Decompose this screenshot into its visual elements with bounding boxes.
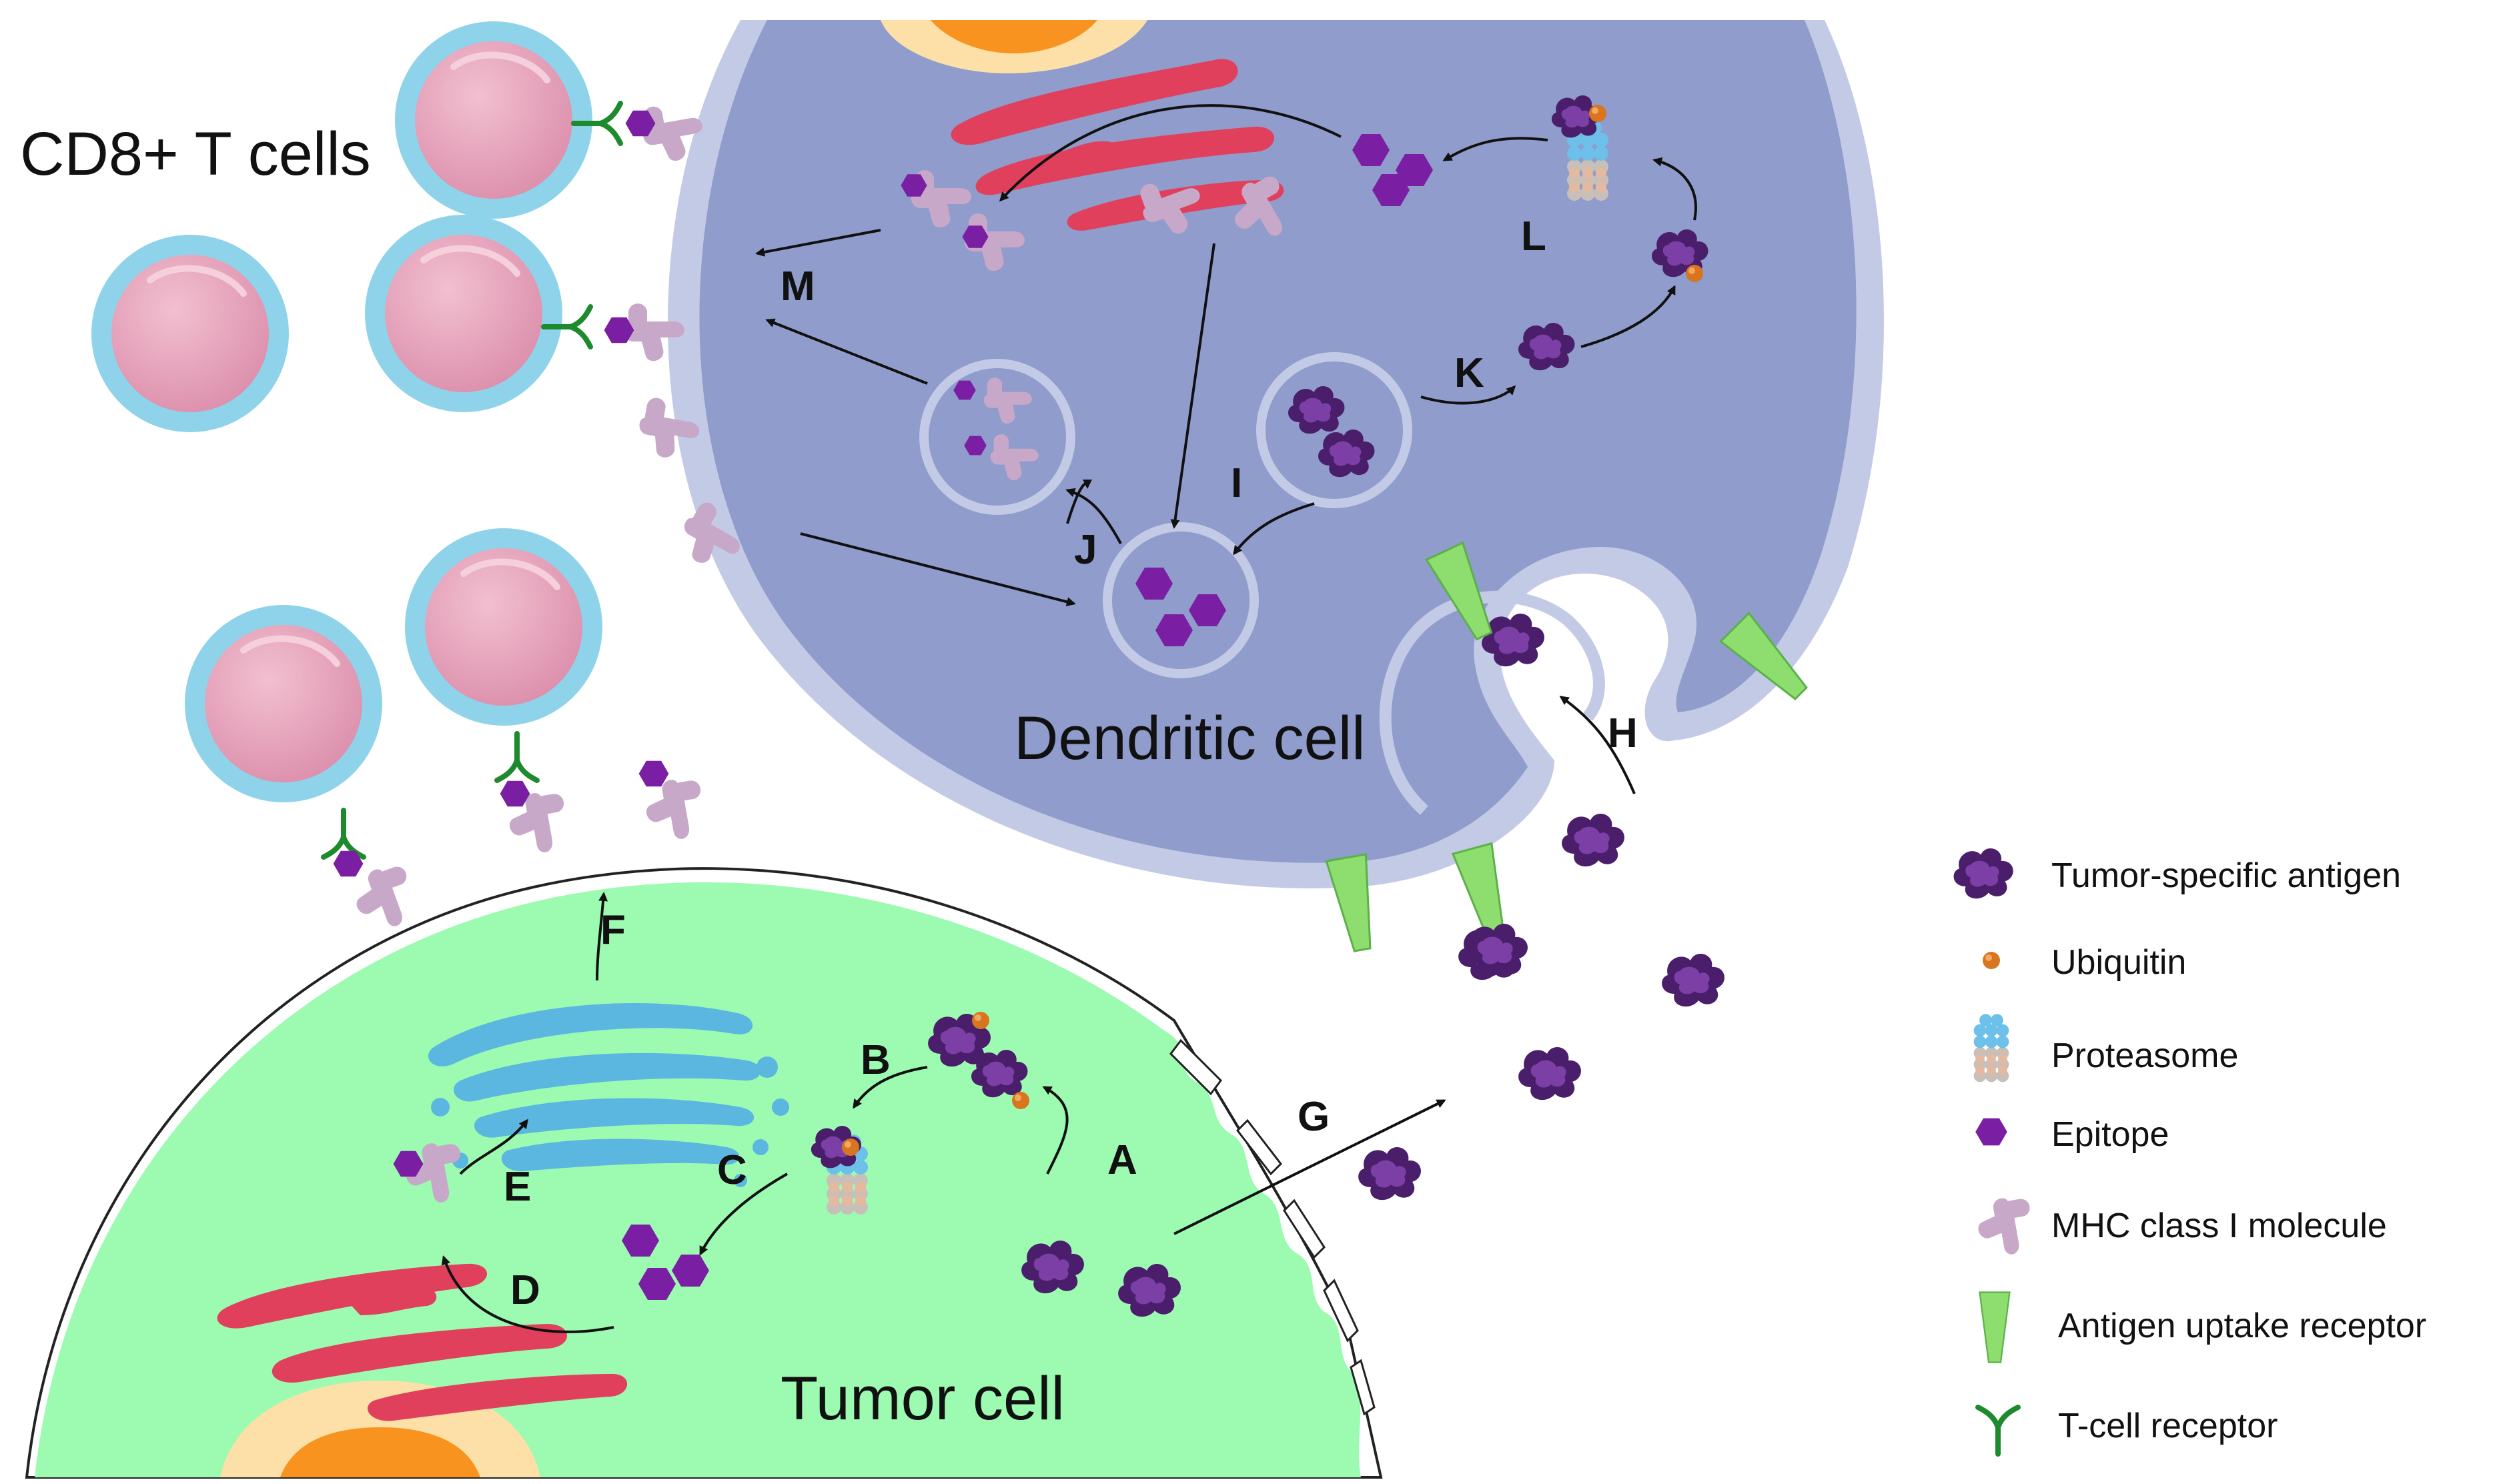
arrows [441, 104, 1697, 1333]
arrow-d [441, 1255, 614, 1333]
arrow-i [1233, 502, 1315, 556]
step-j: J [1074, 527, 1097, 573]
step-i: I [1231, 460, 1242, 506]
tumor-er [217, 1263, 628, 1421]
legend-ubiquitin-label: Ubiquitin [2051, 943, 2186, 982]
mhc-tumor-1 [333, 850, 422, 936]
mhc-tumor-3 [638, 760, 709, 844]
legend-proteasome-label: Proteasome [2051, 1036, 2238, 1075]
step-m: M [781, 263, 815, 309]
t-cell-2 [91, 235, 289, 432]
arrow-l1 [1580, 285, 1676, 348]
legend-tcr-label: T-cell receptor [2058, 1407, 2278, 1445]
tumor-membrane-fragments [1169, 1038, 1376, 1416]
t-cell-5 [405, 528, 602, 726]
legend-tcr-icon [1978, 1407, 2018, 1454]
tcr-3 [324, 810, 364, 857]
arrow-l4 [999, 104, 1342, 202]
legend-ubiquitin-icon [1983, 952, 2000, 969]
tumor-cell [25, 867, 1383, 1479]
arrow-h [1559, 696, 1636, 794]
tumor-golgi [428, 1003, 789, 1187]
label-dendritic: Dendritic cell [1014, 704, 1366, 772]
legend-antigen-icon [1953, 848, 2013, 899]
arrow-b [853, 1066, 928, 1109]
arrow-g [1173, 1099, 1446, 1235]
t-cell-1 [395, 21, 592, 219]
arrow-f [596, 892, 608, 981]
arrow-l3 [1442, 137, 1548, 161]
arrow-c [699, 1173, 788, 1256]
dendritic-er [951, 59, 1284, 231]
tcr-4 [497, 734, 537, 780]
legend-mhc-icon [1973, 1193, 2037, 1260]
step-f: F [600, 907, 626, 953]
legend-antigen-label: Tumor-specific antigen [2051, 856, 2401, 895]
label-tumor: Tumor cell [781, 1365, 1065, 1433]
t-cell-3 [365, 215, 562, 412]
arrow-j4 [1170, 243, 1215, 529]
step-d: D [510, 1267, 540, 1313]
vesicle-epitope [1107, 527, 1254, 674]
legend: Tumor-specific antigen Ubiquitin Proteas… [1953, 848, 2426, 1454]
arrow-j3 [800, 532, 1076, 607]
step-a: A [1107, 1137, 1137, 1183]
step-e: E [504, 1164, 531, 1210]
step-k: K [1454, 350, 1484, 396]
step-c: C [717, 1147, 747, 1193]
label-cd8: CD8+ T cells [20, 120, 371, 188]
arrow-m2 [765, 318, 928, 385]
arrow-m1 [755, 229, 881, 257]
arrow-a [1042, 1086, 1069, 1175]
arrow-k [1420, 385, 1516, 405]
step-l: L [1521, 213, 1546, 259]
step-b: B [861, 1037, 891, 1083]
dendritic-nucleus [881, 20, 1147, 73]
legend-proteasome-icon [1973, 1014, 2009, 1082]
arrow-l2 [1652, 157, 1697, 221]
step-g: G [1298, 1094, 1330, 1140]
step-h: H [1608, 710, 1638, 756]
t-cell-4 [185, 605, 382, 802]
arrow-e [459, 1119, 528, 1175]
mhc-tumor-2 [500, 780, 572, 858]
legend-epitope-label: Epitope [2051, 1115, 2169, 1154]
legend-receptor-label: Antigen uptake receptor [2058, 1307, 2426, 1345]
arrow-j1 [1066, 479, 1092, 524]
arrow-j2 [1065, 488, 1122, 544]
legend-epitope-icon [1975, 1118, 2007, 1146]
legend-mhc-label: MHC class I molecule [2051, 1207, 2387, 1245]
legend-receptor-icon [1979, 1291, 2011, 1363]
